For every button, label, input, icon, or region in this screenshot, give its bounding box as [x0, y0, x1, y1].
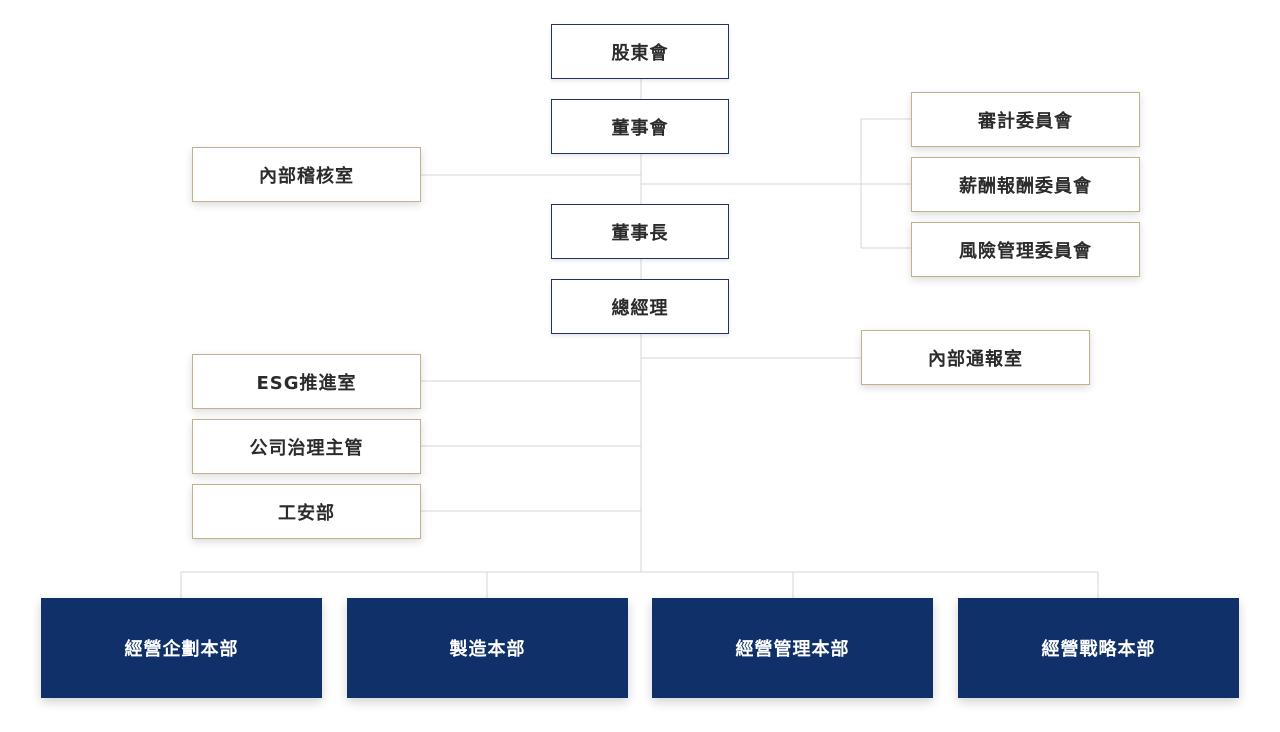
division-box: 經營企劃本部 [41, 598, 322, 698]
division-label: 經營管理本部 [735, 639, 850, 660]
board-of-directors-box: 董事會 [551, 99, 729, 154]
chairman-label: 董事長 [611, 222, 669, 244]
division-label: 經營企劃本部 [124, 639, 239, 660]
shareholders-label: 股東會 [611, 42, 669, 64]
internal-audit-label: 內部稽核室 [259, 165, 354, 187]
audit-committee-label: 審計委員會 [978, 110, 1073, 132]
shareholders-box: 股東會 [551, 24, 729, 79]
audit-committee-box: 審計委員會 [911, 92, 1140, 147]
chairman-box: 董事長 [551, 204, 729, 259]
internal-audit-box: 內部稽核室 [192, 147, 421, 202]
president-box: 總經理 [551, 279, 729, 334]
governance-officer-label: 公司治理主管 [249, 437, 364, 459]
remuneration-committee-label: 薪酬報酬委員會 [959, 175, 1092, 197]
whistleblowing-box: 內部通報室 [861, 330, 1090, 385]
esg-office-label: ESG推進室 [256, 372, 357, 394]
safety-department-label: 工安部 [278, 502, 335, 524]
risk-committee-label: 風險管理委員會 [959, 240, 1092, 262]
board-of-directors-label: 董事會 [611, 117, 669, 139]
whistleblowing-label: 內部通報室 [928, 348, 1023, 370]
safety-department-box: 工安部 [192, 484, 421, 539]
division-label: 製造本部 [449, 639, 526, 660]
remuneration-committee-box: 薪酬報酬委員會 [911, 157, 1140, 212]
division-box: 製造本部 [347, 598, 628, 698]
division-box: 經營管理本部 [652, 598, 933, 698]
esg-office-box: ESG推進室 [192, 354, 421, 409]
division-label: 經營戰略本部 [1041, 639, 1156, 660]
risk-committee-box: 風險管理委員會 [911, 222, 1140, 277]
governance-officer-box: 公司治理主管 [192, 419, 421, 474]
division-box: 經營戰略本部 [958, 598, 1239, 698]
president-label: 總經理 [611, 297, 669, 319]
